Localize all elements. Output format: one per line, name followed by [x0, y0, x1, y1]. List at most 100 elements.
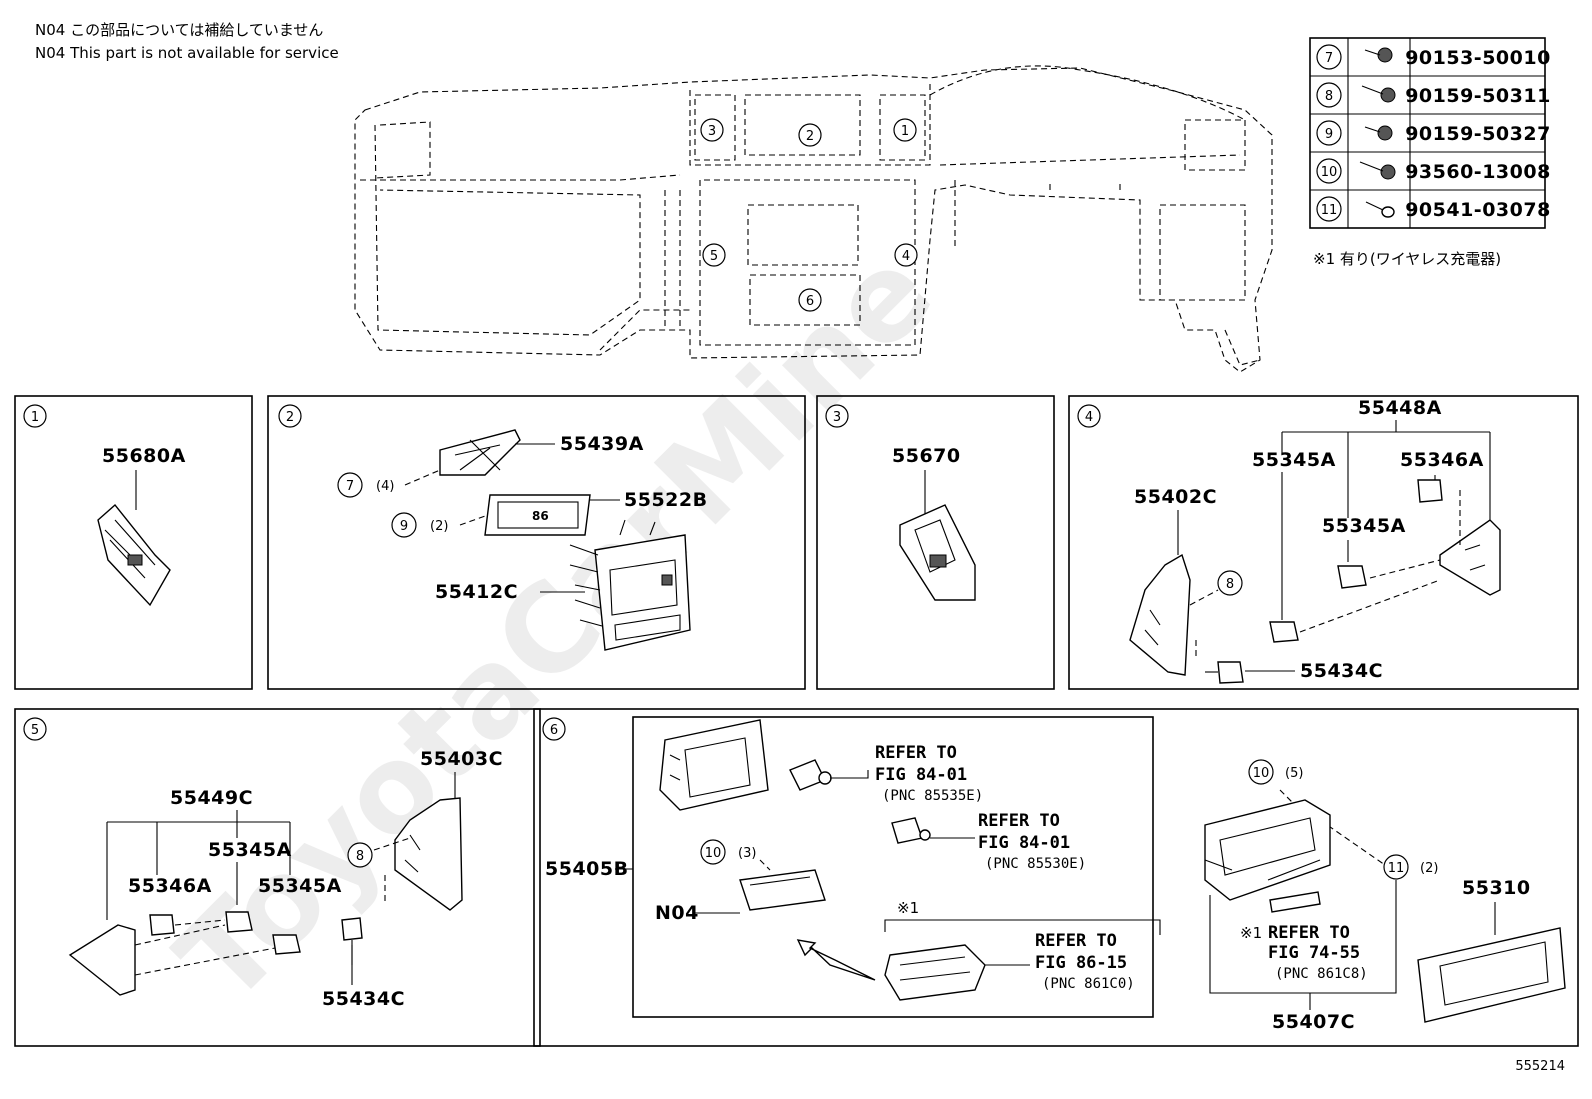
panel-3: 3 55670 — [816, 395, 1055, 690]
mat-part — [1417, 927, 1566, 1023]
bolt-icon — [1361, 85, 1396, 103]
fastener-part-number: 90159-50311 — [1405, 85, 1551, 107]
part-label-N04: N04 — [655, 902, 699, 924]
ref-1-fig: FIG 84-01 — [875, 765, 967, 785]
ref-2-fig: FIG 84-01 — [978, 833, 1070, 853]
panel-3-number: 3 — [833, 410, 841, 425]
ref-3-fig: FIG 86-15 — [1035, 953, 1127, 973]
callout-11-qty: (2) — [1420, 861, 1438, 876]
footer-code: 555214 — [1515, 1059, 1565, 1074]
part-label-55434C-p5: 55434C — [322, 988, 405, 1010]
fastener-part-number: 90541-03078 — [1405, 199, 1551, 221]
ref-3-label: REFER TO — [1035, 931, 1117, 951]
table-note: ※1 有り(ワイヤレス充電器) — [1313, 250, 1501, 268]
ref-4-star: ※1 — [1240, 924, 1262, 942]
part-label-55448A: 55448A — [1358, 397, 1442, 419]
callout-7: 7 — [346, 479, 354, 494]
part-label-55403C: 55403C — [420, 748, 503, 770]
clip-icon — [1365, 201, 1395, 218]
fastener-row: 10 93560-13008 — [1316, 158, 1551, 184]
fastener-row: 7 90153-50010 — [1316, 44, 1551, 70]
callout-8: 8 — [1226, 577, 1234, 592]
fastener-row: 11 90541-03078 — [1316, 196, 1551, 222]
part-label-55439A: 55439A — [560, 433, 644, 455]
fastener-num: 9 — [1325, 127, 1333, 142]
ref-1-label: REFER TO — [875, 743, 957, 763]
cover-part — [68, 924, 136, 996]
header-note-jp: N04 この部品については補給していません — [35, 21, 323, 39]
cover-part — [1129, 553, 1191, 676]
panel-4: 4 55448A 55345A 55346A 55402C 55345A 8 5… — [1068, 395, 1579, 690]
fastener-num: 10 — [1321, 165, 1338, 180]
part-label-55670: 55670 — [892, 445, 961, 467]
ref-4-label: REFER TO — [1268, 923, 1350, 943]
ref-4-pnc: (PNC 861C8) — [1275, 966, 1368, 982]
air-vent-part — [97, 503, 171, 607]
bolt-icon — [1364, 47, 1393, 63]
overview-callout-5: 5 — [710, 249, 718, 264]
part-label-55405B: 55405B — [545, 858, 629, 880]
part-label-55522B: 55522B — [624, 489, 708, 511]
watermark-text: ToyotaCarMine — [152, 223, 959, 1030]
callout-10-a-qty: (3) — [738, 846, 756, 861]
fastener-num: 11 — [1321, 203, 1338, 218]
part-label-55310: 55310 — [1462, 877, 1531, 899]
panel-5-number: 5 — [31, 723, 39, 738]
part-label-55407C: 55407C — [1272, 1011, 1355, 1033]
fastener-part-number: 90153-50010 — [1405, 47, 1551, 69]
part-label-55345A-p5-2: 55345A — [258, 875, 342, 897]
fastener-part-number: 90159-50327 — [1405, 123, 1551, 145]
fastener-part-number: 93560-13008 — [1405, 161, 1551, 183]
air-vent-part — [899, 504, 976, 601]
overview-callout-3: 3 — [708, 124, 716, 139]
bracket-part — [1439, 519, 1501, 596]
panel-6-number: 6 — [550, 723, 558, 738]
bolt-icon — [1364, 125, 1393, 141]
screw-part — [1205, 661, 1244, 684]
display-panel-part: 86 — [484, 494, 591, 536]
panel-6: 6 55405B REFER TO FIG 84-01 (PNC 85535E)… — [533, 708, 1579, 1047]
center-cluster-part — [569, 519, 691, 651]
clip-part — [1417, 479, 1443, 503]
callout-10-b-qty: (5) — [1285, 766, 1303, 781]
clip-part — [1337, 565, 1367, 589]
wireless-charger-part — [884, 944, 986, 1001]
ref-1-pnc: (PNC 85535E) — [882, 788, 983, 804]
overview-callout-6: 6 — [806, 294, 814, 309]
clip-part — [149, 914, 175, 936]
part-label-55346A: 55346A — [1400, 449, 1484, 471]
part-label-55345A-p5: 55345A — [208, 839, 292, 861]
ref-2-pnc: (PNC 85530E) — [985, 856, 1086, 872]
part-label-55449C: 55449C — [170, 787, 253, 809]
fastener-num: 7 — [1325, 51, 1333, 66]
side-panel-part — [394, 797, 463, 911]
header-note-en: N04 This part is not available for servi… — [35, 44, 339, 62]
callout-9: 9 — [400, 519, 408, 534]
storage-tray-part — [1204, 799, 1331, 901]
console-frame-part — [659, 719, 769, 811]
panel-5: 5 55403C 8 55449C 55345A 55346A 55345A 5… — [14, 708, 541, 1047]
callout-10-b: 10 — [1253, 766, 1270, 781]
panel-2-number: 2 — [286, 410, 294, 425]
callout-9-qty: (2) — [430, 519, 448, 534]
display-text: 86 — [532, 509, 549, 523]
ref-2-label: REFER TO — [978, 811, 1060, 831]
overview-callout-1: 1 — [901, 124, 909, 139]
fastener-row: 8 90159-50311 — [1316, 82, 1551, 108]
overview-callout-4: 4 — [902, 249, 910, 264]
connector-part — [789, 759, 832, 791]
panel-2: 2 55439A 7 (4) 86 55522B 9 (2) 55412 — [267, 395, 806, 690]
screw-icon — [1359, 161, 1396, 180]
fastener-num: 8 — [1325, 89, 1333, 104]
ref-3-pnc: (PNC 861C0) — [1042, 976, 1135, 992]
arrow-icon — [796, 939, 876, 981]
clip-part — [1269, 621, 1299, 643]
bracket-part — [439, 429, 521, 476]
part-label-55402C: 55402C — [1134, 486, 1217, 508]
pad-part — [1269, 891, 1321, 913]
part-label-55346A-p5: 55346A — [128, 875, 212, 897]
callout-7-qty: (4) — [376, 479, 394, 494]
clip-part — [272, 934, 301, 955]
panel-4-number: 4 — [1085, 410, 1093, 425]
part-label-55412C: 55412C — [435, 581, 518, 603]
